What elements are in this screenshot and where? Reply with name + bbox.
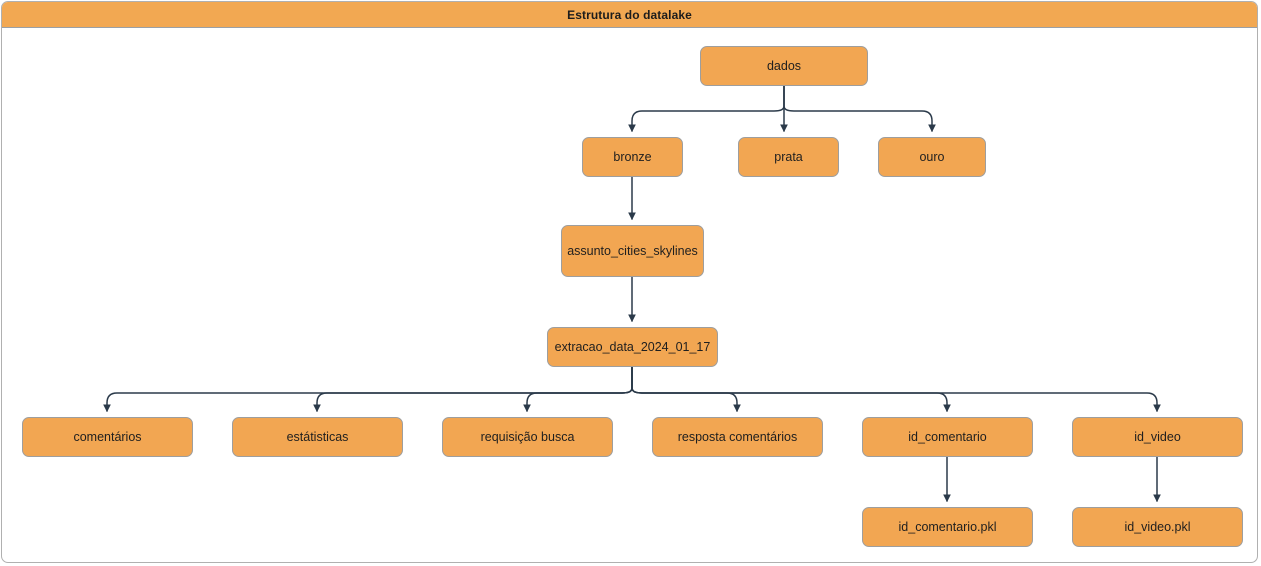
edge-dados-bronze bbox=[628, 85, 785, 133]
node-label: dados bbox=[766, 59, 802, 73]
node-estatisticas[interactable]: estátisticas bbox=[232, 417, 403, 457]
node-id-comentario-pkl[interactable]: id_comentario.pkl bbox=[862, 507, 1033, 547]
node-label: id_video.pkl bbox=[1124, 520, 1191, 534]
panel-title: Estrutura do datalake bbox=[2, 2, 1257, 28]
node-label: assunto_cities_skylines bbox=[567, 244, 698, 258]
edge-layer bbox=[103, 85, 1161, 503]
node-resposta-comentarios[interactable]: resposta comentários bbox=[652, 417, 823, 457]
node-label: bronze bbox=[613, 150, 652, 164]
edge-extracao-comentarios bbox=[103, 366, 633, 413]
node-label: requisição busca bbox=[480, 430, 575, 444]
node-comentarios[interactable]: comentários bbox=[22, 417, 193, 457]
node-id-video[interactable]: id_video bbox=[1072, 417, 1243, 457]
node-id-comentario[interactable]: id_comentario bbox=[862, 417, 1033, 457]
node-label: estátisticas bbox=[286, 430, 349, 444]
node-label: ouro bbox=[919, 150, 945, 164]
edge-extracao-resposta bbox=[631, 366, 741, 413]
node-label: id_video bbox=[1134, 430, 1181, 444]
node-label: comentários bbox=[73, 430, 142, 444]
node-label: resposta comentários bbox=[677, 430, 798, 444]
node-dados[interactable]: dados bbox=[700, 46, 868, 86]
edge-dados-ouro bbox=[783, 85, 936, 133]
node-label: id_comentario.pkl bbox=[898, 520, 997, 534]
node-id-video-pkl[interactable]: id_video.pkl bbox=[1072, 507, 1243, 547]
edge-extracao-estatisticas bbox=[313, 366, 633, 413]
node-label: extracao_data_2024_01_17 bbox=[554, 340, 711, 354]
node-prata[interactable]: prata bbox=[738, 137, 839, 177]
node-requisicao-busca[interactable]: requisição busca bbox=[442, 417, 613, 457]
node-ouro[interactable]: ouro bbox=[878, 137, 986, 177]
node-label: id_comentario bbox=[908, 430, 987, 444]
node-assunto-cities-skylines[interactable]: assunto_cities_skylines bbox=[561, 225, 704, 277]
node-extracao-data[interactable]: extracao_data_2024_01_17 bbox=[547, 327, 718, 367]
edge-extracao-id-video bbox=[631, 366, 1161, 413]
node-label: prata bbox=[774, 150, 803, 164]
node-bronze[interactable]: bronze bbox=[582, 137, 683, 177]
diagram-canvas: dados bronze prata ouro assunto_cities_s… bbox=[2, 28, 1257, 562]
edge-extracao-requisicao bbox=[523, 366, 633, 413]
edge-extracao-id-comentario bbox=[631, 366, 951, 413]
